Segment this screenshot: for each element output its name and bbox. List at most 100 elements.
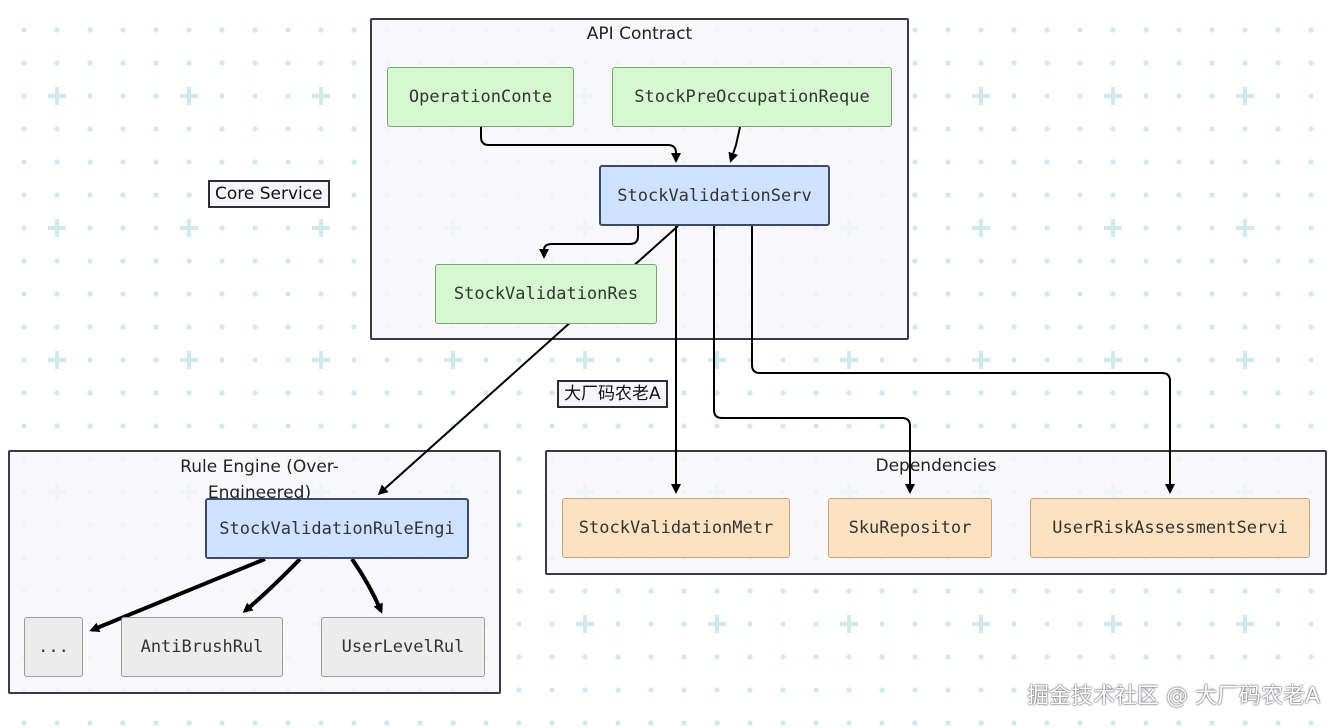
- grid-dot-mark: [1110, 192, 1116, 198]
- grid-dot-mark: [219, 357, 225, 363]
- grid-dot-mark: [186, 60, 192, 66]
- stock-validation-service-node[interactable]: StockValidationServ: [599, 165, 830, 226]
- grid-plus-mark: [1236, 615, 1254, 633]
- grid-dot-mark: [549, 423, 555, 429]
- grid-dot-mark: [1011, 159, 1017, 165]
- grid-dot-mark: [1275, 93, 1281, 99]
- grid-dot-mark: [648, 687, 654, 693]
- grid-dot-mark: [1242, 192, 1248, 198]
- grid-dot-mark: [516, 423, 522, 429]
- grid-dot-mark: [945, 357, 951, 363]
- grid-dot-mark: [945, 390, 951, 396]
- grid-dot-mark: [54, 126, 60, 132]
- grid-dot-mark: [648, 621, 654, 627]
- grid-dot-mark: [318, 423, 324, 429]
- grid-dot-mark: [780, 687, 786, 693]
- grid-dot-mark: [780, 588, 786, 594]
- grid-dot-mark: [516, 390, 522, 396]
- grid-dot-mark: [1143, 126, 1149, 132]
- grid-dot-mark: [945, 126, 951, 132]
- grid-dot-mark: [219, 720, 225, 726]
- grid-dot-mark: [1044, 357, 1050, 363]
- grid-dot-mark: [912, 687, 918, 693]
- grid-plus-mark: [312, 351, 330, 369]
- grid-dot-mark: [1044, 291, 1050, 297]
- grid-dot-mark: [945, 588, 951, 594]
- grid-dot-mark: [912, 27, 918, 33]
- grid-dot-mark: [285, 357, 291, 363]
- grid-dot-mark: [120, 126, 126, 132]
- grid-dot-mark: [1308, 27, 1314, 33]
- sku-repository-node[interactable]: SkuRepositor: [828, 498, 992, 558]
- grid-dot-mark: [615, 357, 621, 363]
- user-level-rule-node[interactable]: UserLevelRul: [321, 617, 485, 677]
- grid-dot-mark: [285, 291, 291, 297]
- grid-dot-mark: [1077, 27, 1083, 33]
- grid-dot-mark: [1077, 60, 1083, 66]
- stock-validation-result-node[interactable]: StockValidationRes: [435, 264, 657, 324]
- ellipsis-rule-node[interactable]: ...: [24, 617, 83, 677]
- grid-dot-mark: [1077, 588, 1083, 594]
- grid-dot-mark: [978, 60, 984, 66]
- grid-dot-mark: [945, 423, 951, 429]
- grid-dot-mark: [813, 654, 819, 660]
- stock-validation-metrics-node[interactable]: StockValidationMetr: [562, 498, 790, 558]
- grid-dot-mark: [285, 390, 291, 396]
- grid-dot-mark: [1044, 93, 1050, 99]
- grid-dot-mark: [1143, 588, 1149, 594]
- stock-pre-occupation-request-node[interactable]: StockPreOccupationReque: [612, 67, 892, 127]
- grid-dot-mark: [1308, 126, 1314, 132]
- grid-dot-mark: [1044, 159, 1050, 165]
- grid-dot-mark: [21, 159, 27, 165]
- grid-plus-mark: [576, 351, 594, 369]
- grid-dot-mark: [978, 159, 984, 165]
- grid-dot-mark: [186, 390, 192, 396]
- grid-plus-mark: [1236, 351, 1254, 369]
- grid-dot-mark: [1143, 192, 1149, 198]
- user-risk-assessment-service-node[interactable]: UserRiskAssessmentServi: [1030, 498, 1310, 558]
- grid-dot-mark: [879, 588, 885, 594]
- grid-dot-mark: [351, 27, 357, 33]
- grid-dot-mark: [549, 588, 555, 594]
- grid-dot-mark: [318, 258, 324, 264]
- grid-dot-mark: [747, 390, 753, 396]
- grid-dot-mark: [1011, 291, 1017, 297]
- grid-dot-mark: [285, 159, 291, 165]
- grid-dot-mark: [1209, 258, 1215, 264]
- grid-dot-mark: [1275, 192, 1281, 198]
- grid-dot-mark: [1077, 324, 1083, 330]
- grid-dot-mark: [1176, 357, 1182, 363]
- operation-context-node[interactable]: OperationConte: [387, 67, 574, 127]
- grid-dot-mark: [978, 720, 984, 726]
- grid-dot-mark: [153, 324, 159, 330]
- grid-dot-mark: [912, 60, 918, 66]
- grid-dot-mark: [1011, 258, 1017, 264]
- grid-dot-mark: [1077, 423, 1083, 429]
- grid-dot-mark: [21, 324, 27, 330]
- grid-dot-mark: [120, 159, 126, 165]
- grid-dot-mark: [351, 423, 357, 429]
- grid-dot-mark: [1044, 27, 1050, 33]
- grid-dot-mark: [813, 720, 819, 726]
- anti-brush-rule-node[interactable]: AntiBrushRul: [121, 617, 283, 677]
- grid-dot-mark: [1176, 621, 1182, 627]
- grid-dot-mark: [54, 159, 60, 165]
- grid-dot-mark: [1110, 423, 1116, 429]
- grid-dot-mark: [879, 357, 885, 363]
- stock-validation-rule-engine-node[interactable]: StockValidationRuleEngi: [205, 498, 469, 559]
- grid-dot-mark: [912, 390, 918, 396]
- grid-dot-mark: [1308, 588, 1314, 594]
- grid-dot-mark: [1242, 27, 1248, 33]
- grid-dot-mark: [1044, 324, 1050, 330]
- grid-dot-mark: [1209, 654, 1215, 660]
- grid-dot-mark: [1143, 291, 1149, 297]
- grid-dot-mark: [252, 291, 258, 297]
- grid-dot-mark: [1209, 423, 1215, 429]
- grid-dot-mark: [1275, 291, 1281, 297]
- grid-dot-mark: [1209, 357, 1215, 363]
- core-service-label: Core Service: [208, 180, 330, 208]
- grid-dot-mark: [1275, 159, 1281, 165]
- grid-dot-mark: [945, 687, 951, 693]
- grid-dot-mark: [1176, 654, 1182, 660]
- grid-dot-mark: [1077, 258, 1083, 264]
